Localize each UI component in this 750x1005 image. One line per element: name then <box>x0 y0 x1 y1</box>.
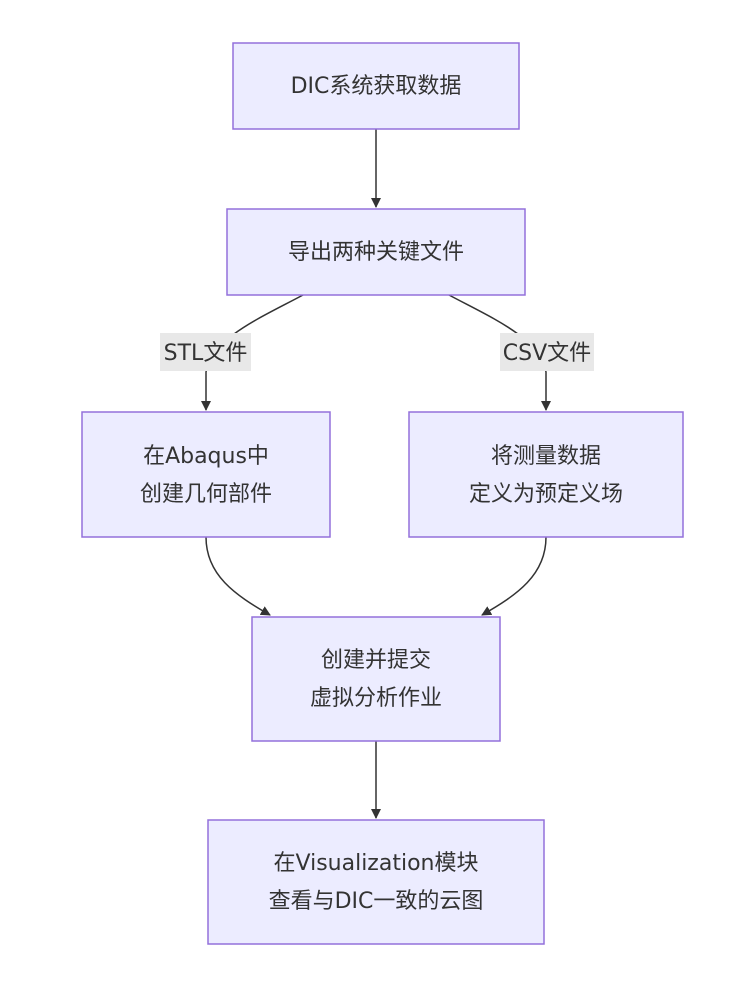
node-export-files: 导出两种关键文件 <box>226 208 526 296</box>
node-visualization: 在Visualization模块 查看与DIC一致的云图 <box>207 819 545 945</box>
node-visualization-line1: 在Visualization模块 <box>274 851 479 876</box>
node-submit-job-line2: 虚拟分析作业 <box>310 686 442 711</box>
edge-label-stl-text: STL文件 <box>164 341 248 366</box>
node-submit-job: 创建并提交 虚拟分析作业 <box>251 616 501 742</box>
node-predefined-field-line2: 定义为预定义场 <box>469 482 623 507</box>
node-submit-job-line1: 创建并提交 <box>321 648 431 673</box>
node-create-geometry: 在Abaqus中 创建几何部件 <box>81 411 331 538</box>
node-predefined-field-line1: 将测量数据 <box>491 444 601 469</box>
edge-label-stl: STL文件 <box>160 333 251 371</box>
node-create-geometry-line2: 创建几何部件 <box>140 482 272 507</box>
edge-field-to-job <box>481 536 547 616</box>
edge-label-csv: CSV文件 <box>500 333 594 371</box>
node-predefined-field: 将测量数据 定义为预定义场 <box>408 411 684 538</box>
node-dic-acquire-text: DIC系统获取数据 <box>291 74 462 99</box>
node-dic-acquire: DIC系统获取数据 <box>232 42 520 130</box>
node-export-files-text: 导出两种关键文件 <box>288 240 464 265</box>
edge-label-csv-text: CSV文件 <box>503 341 591 366</box>
node-visualization-line2: 查看与DIC一致的云图 <box>269 889 484 914</box>
edge-geometry-to-job <box>205 536 271 616</box>
node-create-geometry-line1: 在Abaqus中 <box>143 444 269 469</box>
